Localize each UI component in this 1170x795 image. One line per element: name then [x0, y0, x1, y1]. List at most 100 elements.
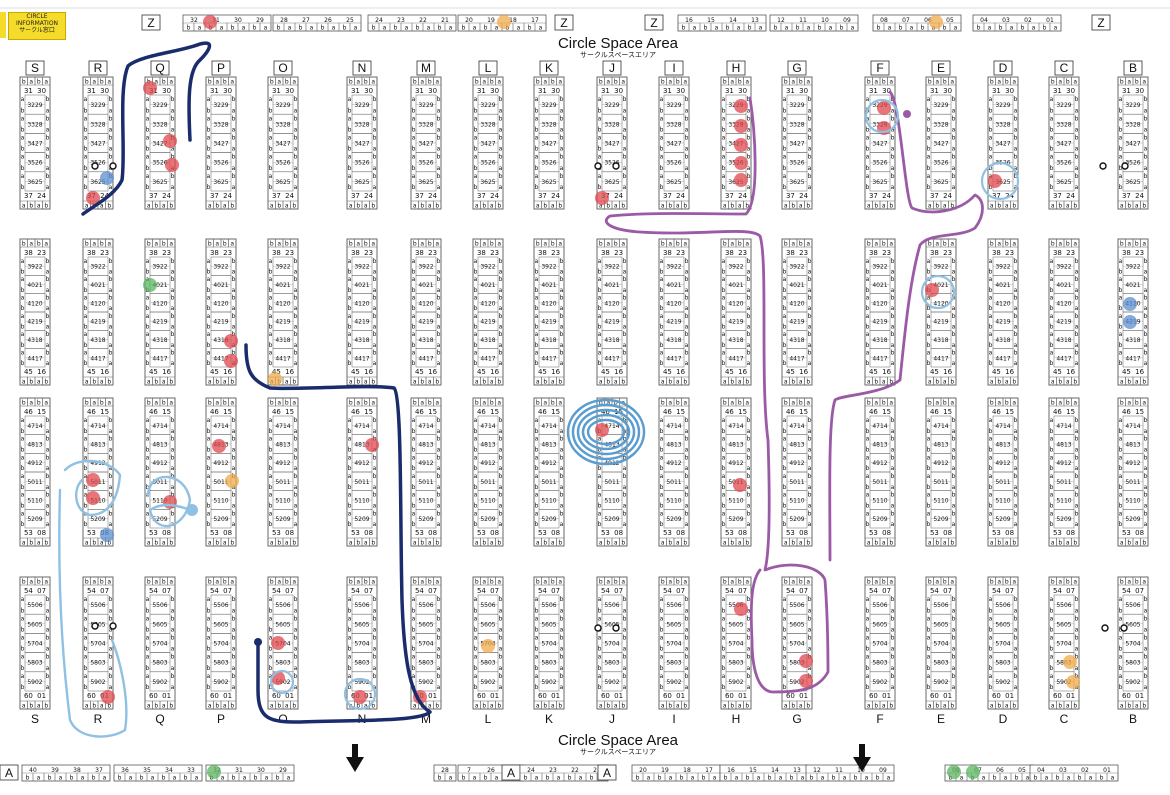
booth-block-r-1[interactable]: baba3130abba3229abba3328abba3427abba3526… — [82, 76, 114, 210]
top-wall-booth-group[interactable]: 08070605babababa — [872, 14, 962, 32]
highlight-dot[interactable] — [203, 15, 217, 29]
booth-block-e-2[interactable]: baba3823abba3922abba4021abba4120abba4219… — [925, 238, 957, 386]
highlight-dot[interactable] — [595, 191, 609, 205]
top-wall-booth-group[interactable]: 32313029babababa — [182, 14, 272, 32]
highlight-dot[interactable] — [966, 765, 980, 779]
booth-block-b-2[interactable]: baba3823abba3922abba4021abba4120abba4219… — [1117, 238, 1149, 386]
highlight-dot[interactable] — [163, 134, 177, 148]
highlight-dot[interactable] — [988, 174, 1002, 188]
highlight-dot[interactable] — [734, 156, 748, 170]
highlight-dot[interactable] — [799, 654, 813, 668]
highlight-dot[interactable] — [207, 765, 221, 779]
highlight-dot[interactable] — [929, 15, 943, 29]
booth-block-r-4[interactable]: baba5407abba5506abba5605abba5704abba5803… — [82, 576, 114, 710]
highlight-dot[interactable] — [734, 99, 748, 113]
highlight-dot[interactable] — [86, 191, 100, 205]
highlight-dot[interactable] — [1123, 297, 1137, 311]
highlight-dot[interactable] — [163, 495, 177, 509]
highlight-dot[interactable] — [947, 765, 961, 779]
booth-block-f-1[interactable]: baba3130abba3229abba3328abba3427abba3526… — [864, 76, 896, 210]
booth-block-h-4[interactable]: baba5407abba5506abba5605abba5704abba5803… — [720, 576, 752, 710]
highlight-dot[interactable] — [481, 639, 495, 653]
highlight-dot[interactable] — [734, 173, 748, 187]
highlight-dot[interactable] — [1123, 315, 1137, 329]
highlight-dot[interactable] — [365, 438, 379, 452]
booth-block-c-4[interactable]: baba5407abba5506abba5605abba5704abba5803… — [1048, 576, 1080, 710]
highlight-dot[interactable] — [268, 372, 282, 386]
highlight-dot[interactable] — [100, 171, 114, 185]
highlight-dot[interactable] — [925, 283, 939, 297]
highlight-dot[interactable] — [165, 158, 179, 172]
highlight-dot[interactable] — [225, 474, 239, 488]
booth-block-q-2[interactable]: baba3823abba3922abba4021abba4120abba4219… — [144, 238, 176, 386]
highlight-dot[interactable] — [497, 15, 511, 29]
highlight-dot[interactable] — [799, 674, 813, 688]
highlight-dot[interactable] — [734, 119, 748, 133]
highlight-dot[interactable] — [734, 138, 748, 152]
booth-block-p-3[interactable]: baba4615abba4714abba4813abba4912abba5011… — [205, 397, 237, 547]
highlight-dot[interactable] — [271, 671, 285, 685]
highlight-dot[interactable] — [100, 528, 114, 542]
highlight-dot[interactable] — [143, 278, 157, 292]
highlight-dot[interactable] — [143, 81, 157, 95]
booth-block-j-4[interactable]: baba5407abba5506abba5605abba5704abba5803… — [596, 576, 628, 710]
highlight-dot[interactable] — [224, 354, 238, 368]
booth-block-j-1[interactable]: baba3130abba3229abba3328abba3427abba3526… — [596, 76, 628, 210]
